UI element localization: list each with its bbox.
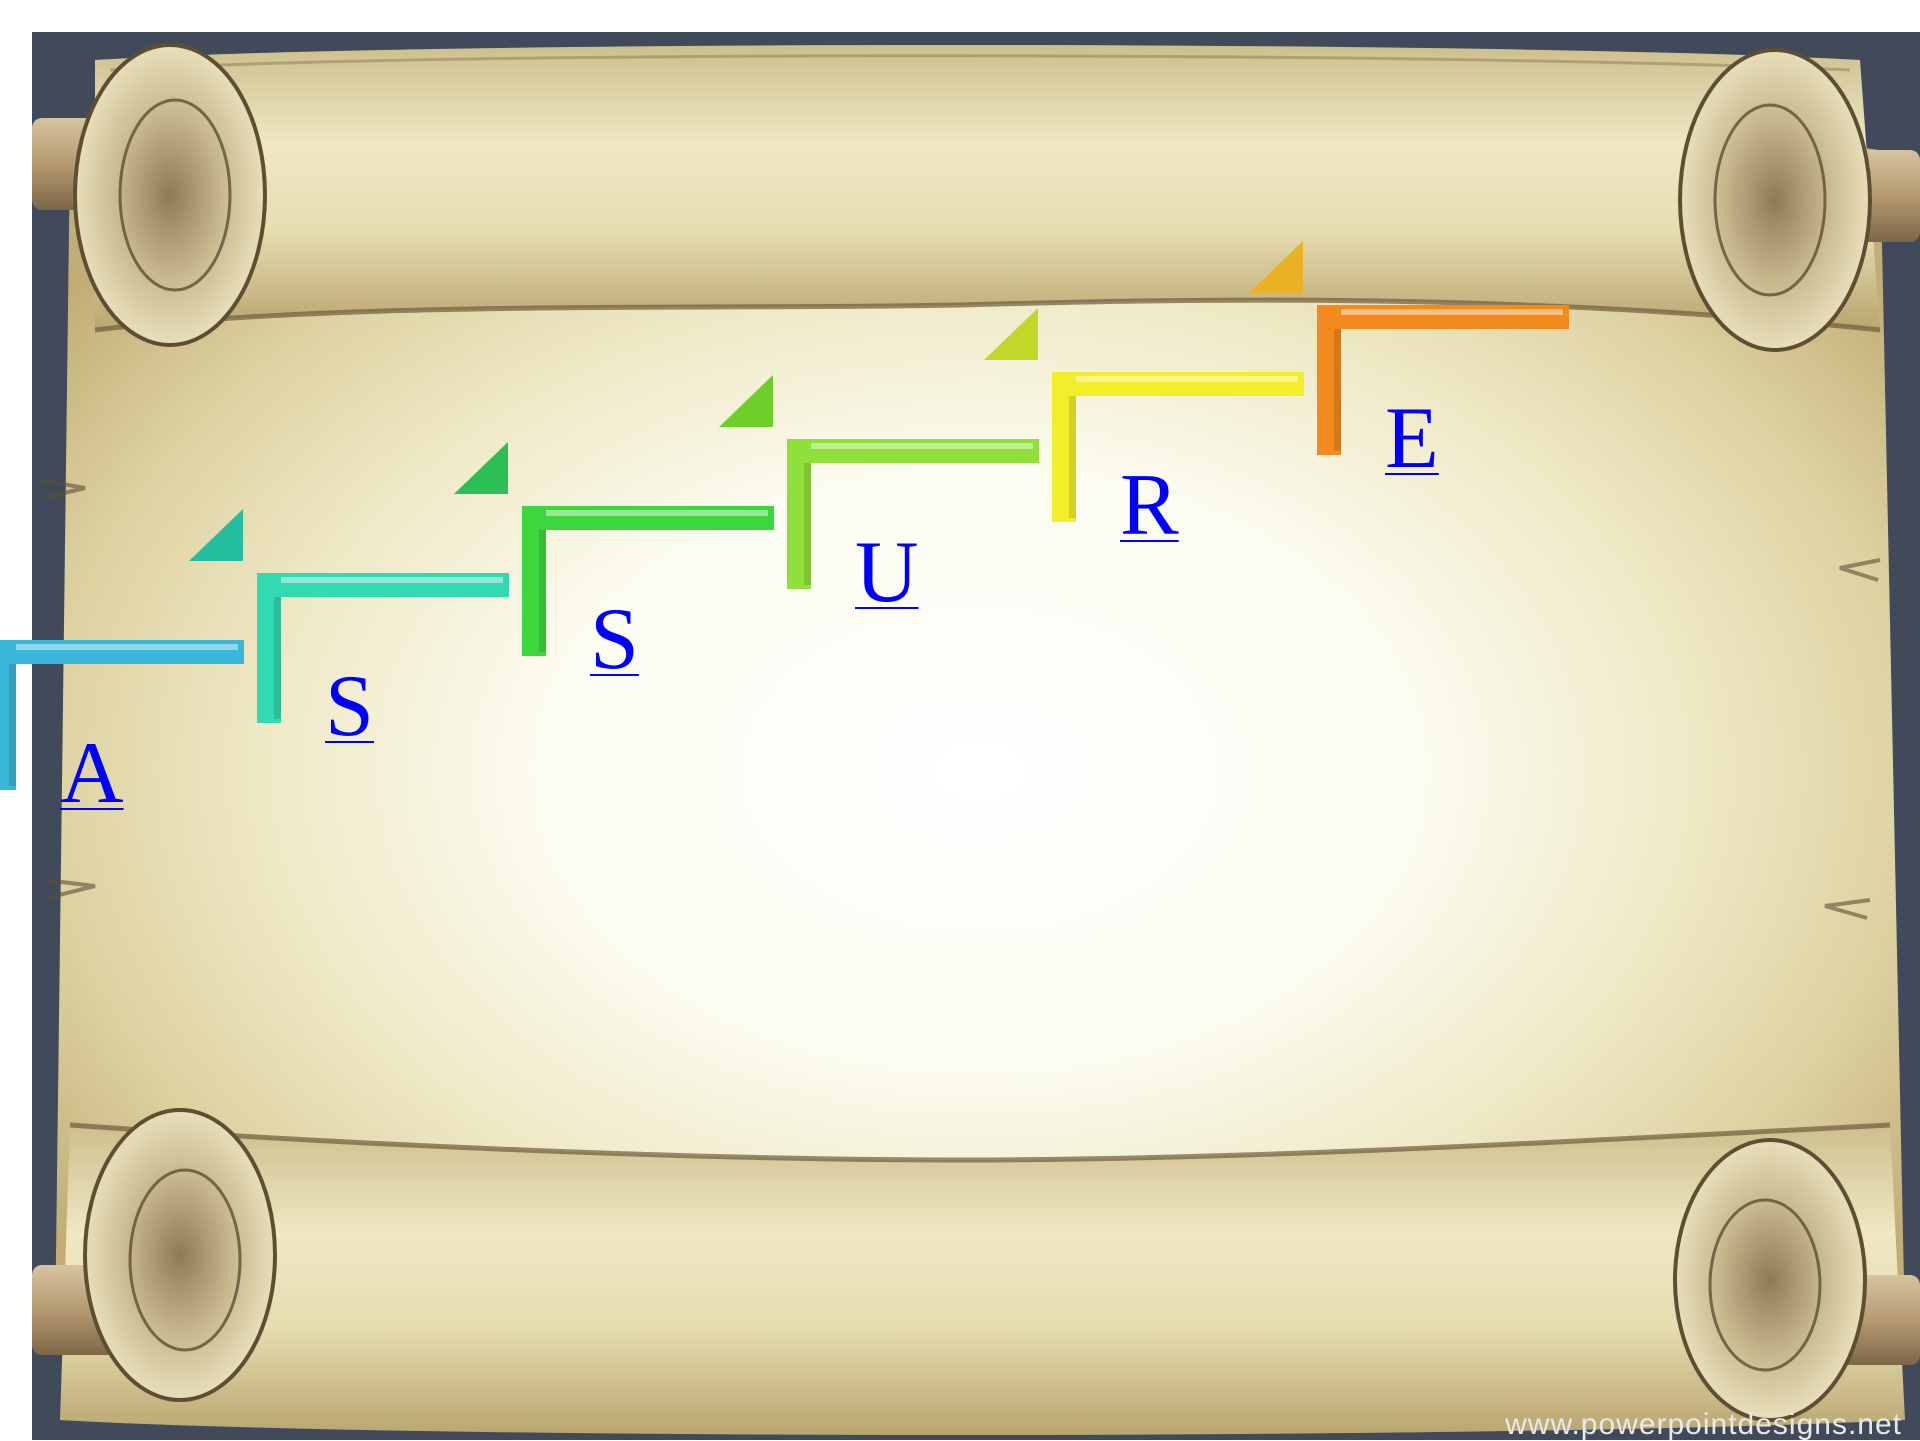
step-5-vertical-bar — [1052, 372, 1076, 522]
step-4-horizontal-bar — [787, 439, 1039, 463]
step-5 — [984, 308, 1304, 522]
step-letter-2[interactable]: S — [325, 658, 374, 755]
step-5-bar-highlight — [1076, 376, 1298, 382]
step-3-bar-shade — [539, 530, 546, 652]
step-4-bar-highlight — [811, 443, 1033, 449]
step-letter-1[interactable]: A — [60, 725, 124, 822]
step-2-vertical-bar — [257, 573, 281, 723]
step-2-triangle-accent — [189, 509, 243, 561]
step-letter-3[interactable]: S — [590, 591, 639, 688]
step-6-bar-shade — [1334, 329, 1341, 451]
step-2-bar-highlight — [281, 577, 503, 583]
step-2 — [189, 509, 509, 723]
step-3-vertical-bar — [522, 506, 546, 656]
step-letter-5[interactable]: R — [1120, 457, 1179, 554]
step-1-bar-shade — [9, 664, 16, 786]
step-5-horizontal-bar — [1052, 372, 1304, 396]
step-4-vertical-bar — [787, 439, 811, 589]
step-5-triangle-accent — [984, 308, 1038, 360]
step-1-vertical-bar — [0, 640, 16, 790]
step-6-horizontal-bar — [1317, 305, 1569, 329]
step-1-horizontal-bar — [0, 640, 244, 664]
step-3-triangle-accent — [454, 442, 508, 494]
step-1-bar-highlight — [16, 644, 238, 650]
step-6 — [1249, 241, 1569, 455]
step-2-horizontal-bar — [257, 573, 509, 597]
step-3-horizontal-bar — [522, 506, 774, 530]
step-5-bar-shade — [1069, 396, 1076, 518]
step-4 — [719, 375, 1039, 589]
step-1 — [0, 640, 244, 790]
step-4-bar-shade — [804, 463, 811, 585]
step-6-vertical-bar — [1317, 305, 1341, 455]
step-6-triangle-accent — [1249, 241, 1303, 293]
step-3 — [454, 442, 774, 656]
step-letter-4[interactable]: U — [855, 524, 919, 621]
step-3-bar-highlight — [546, 510, 768, 516]
step-4-triangle-accent — [719, 375, 773, 427]
step-letter-6[interactable]: E — [1385, 390, 1439, 487]
watermark-text: www.powerpointdesigns.net — [1505, 1408, 1902, 1441]
step-6-bar-highlight — [1341, 309, 1563, 315]
step-2-bar-shade — [274, 597, 281, 719]
